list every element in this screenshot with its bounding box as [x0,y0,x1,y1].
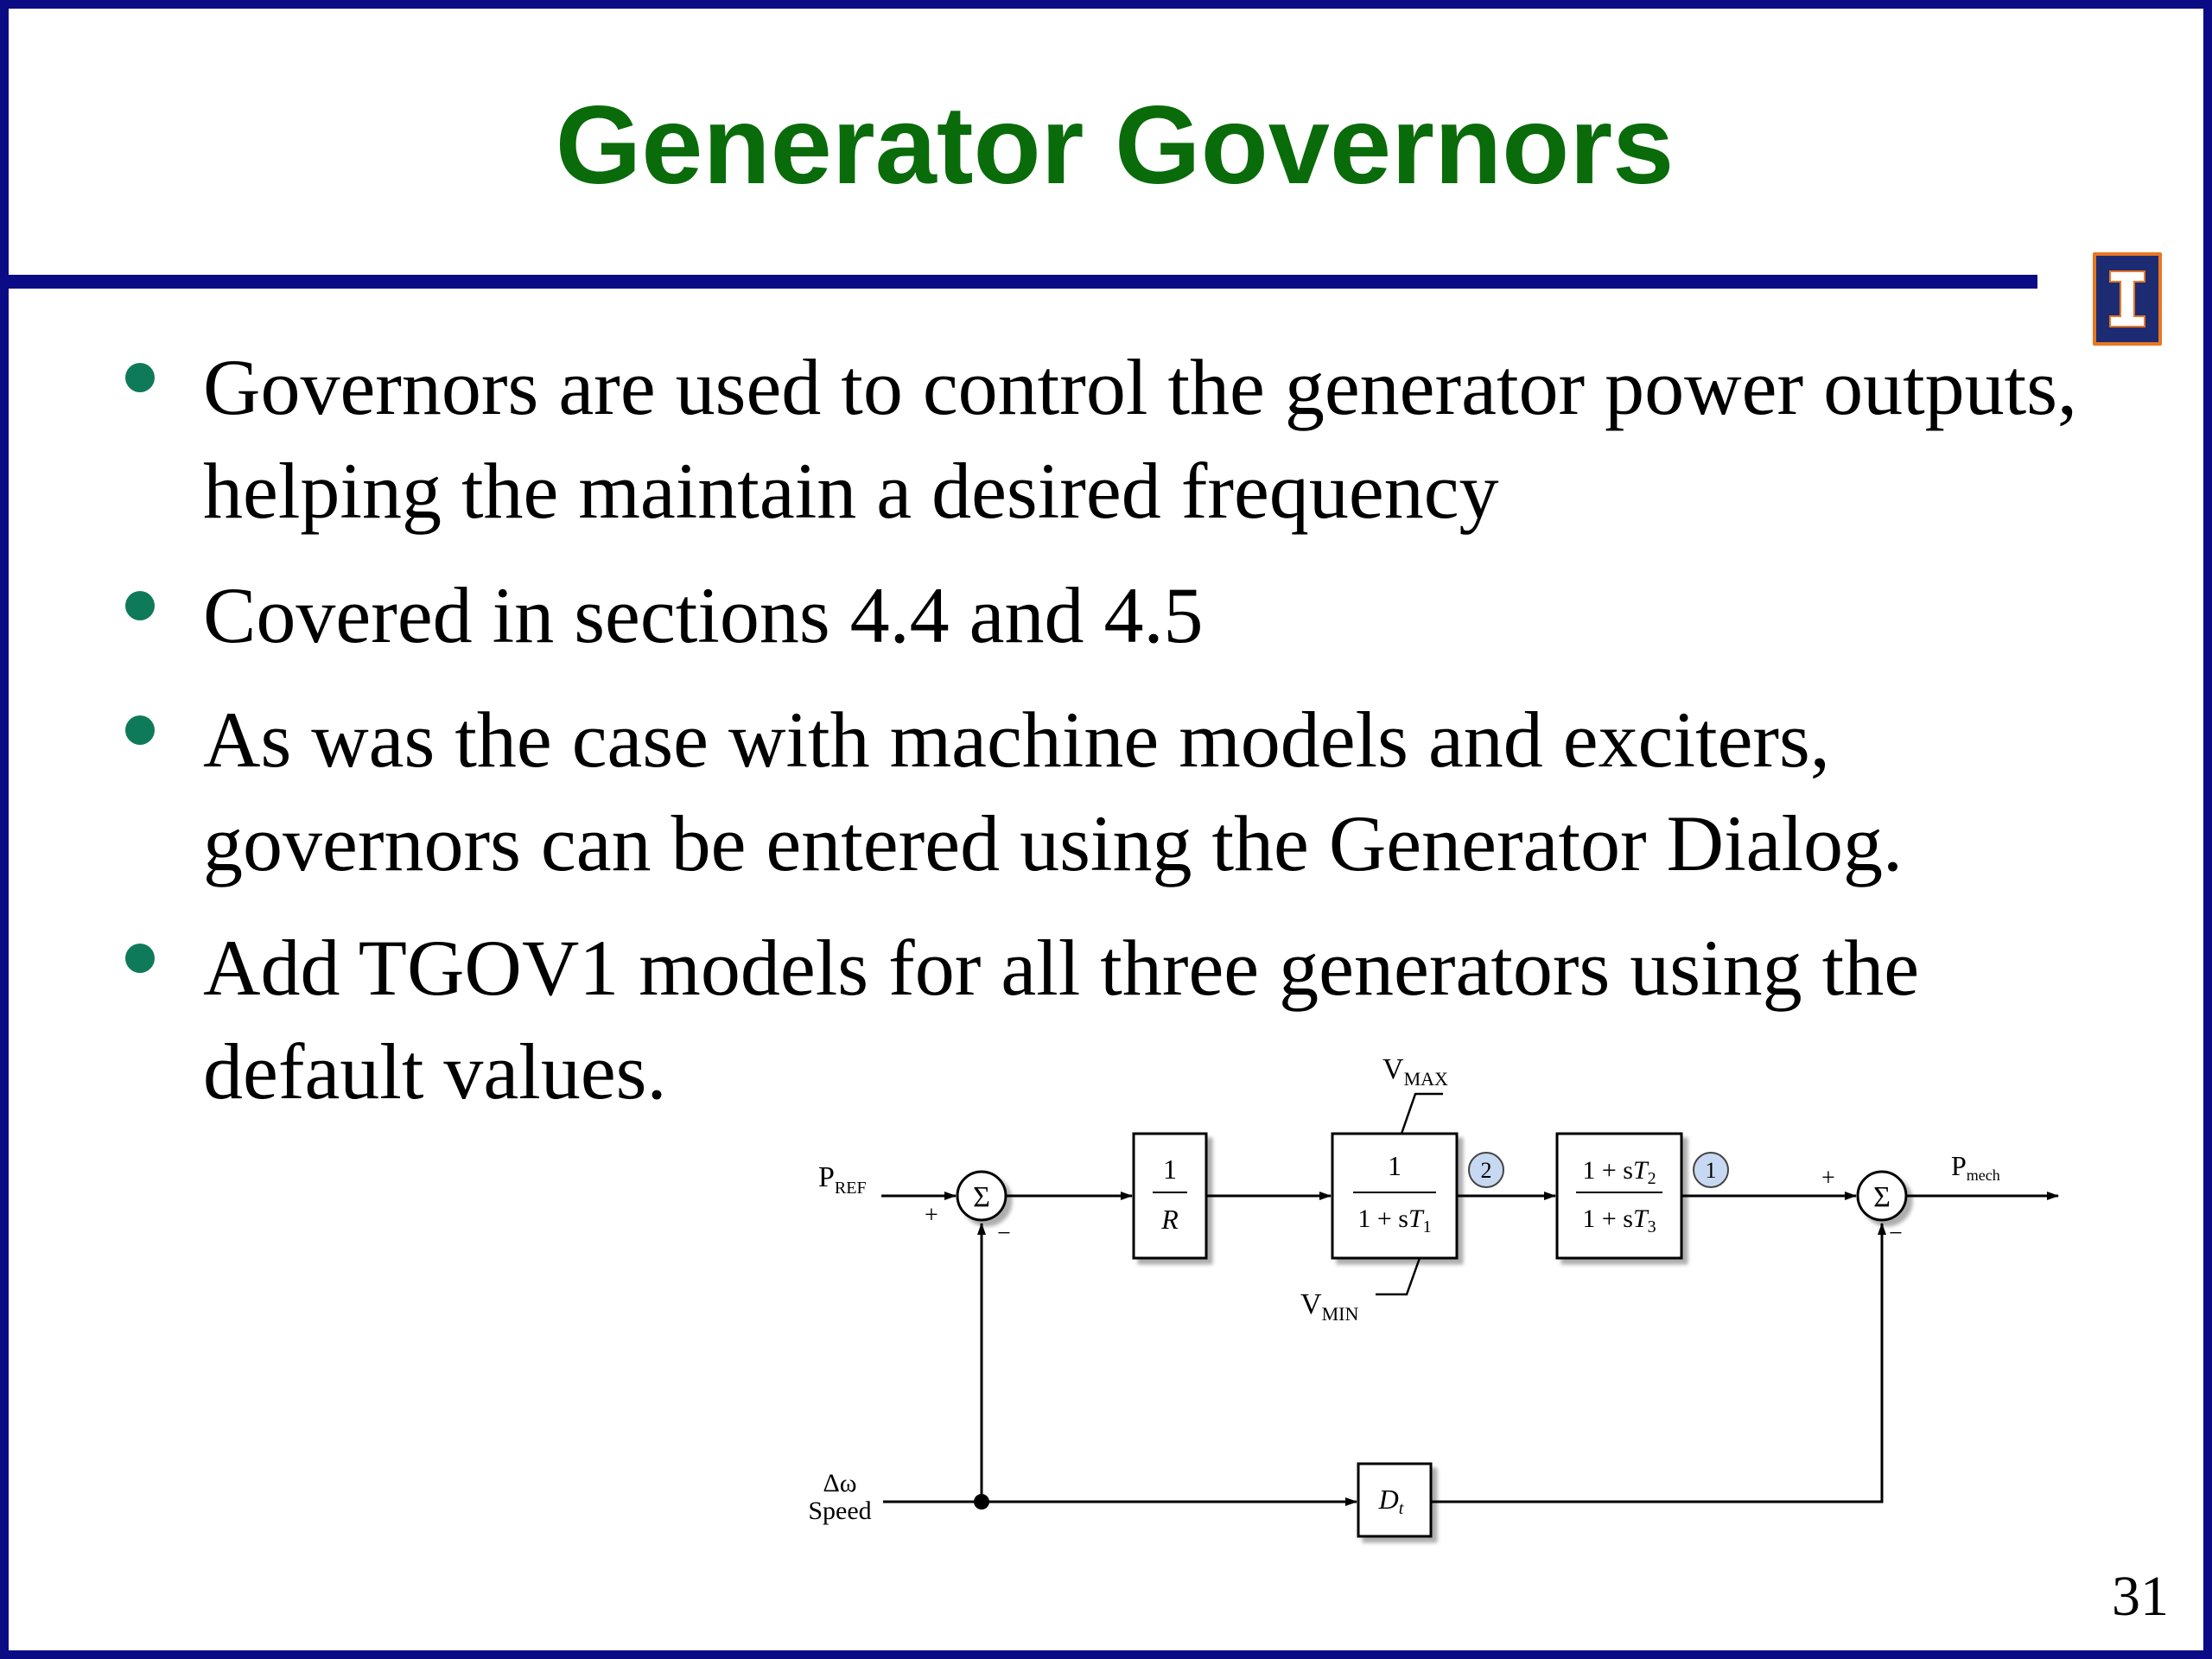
tgov1-block-diagram: PREF + Σ − 1 R 1 1 + sT1 VMAX VMIN 2 1 +… [808,1053,2059,1538]
delta-omega-label: Δω [823,1469,856,1497]
r-block-numerator: 1 [1163,1154,1177,1185]
dt-block-label: Dt [1378,1484,1404,1518]
state-1-marker [1693,1152,1729,1188]
bullet-text: As was the case with machine models and … [203,696,1904,887]
vmin-limit-line [1376,1257,1421,1296]
damping-dt-block [1357,1462,1433,1538]
bullet-dot-icon [125,944,155,973]
pref-label: PREF [818,1161,867,1198]
t23-block-denominator: 1 + sT3 [1582,1205,1656,1236]
bullet-text: Covered in sections 4.4 and 4.5 [203,571,1204,659]
dt-to-sum2-line [1431,1223,1886,1503]
lag-t1-block [1331,1132,1459,1260]
bullet-item: As was the case with machine models and … [121,688,2134,895]
university-i-logo-icon [2093,252,2162,346]
slide-title: Generator Governors [555,84,1675,207]
sum1-symbol: Σ [973,1181,990,1213]
bullet-dot-icon [125,363,155,392]
bullet-dot-icon [125,715,155,745]
t23-block-numerator: 1 + sT2 [1582,1156,1656,1188]
state-2-label: 2 [1481,1158,1492,1183]
sum2-plus-sign: + [1821,1165,1835,1192]
sum2-symbol: Σ [1873,1181,1891,1213]
bullet-text: Add TGOV1 models for all three generator… [203,924,1920,1116]
vmax-limit-line [1400,1092,1443,1135]
gain-1-over-r-block [1132,1132,1208,1260]
speed-label: Speed [808,1497,871,1525]
bullet-list: Governors are used to control the genera… [121,335,2134,1144]
sum1-plus-sign: + [925,1202,938,1229]
bullet-dot-icon [125,591,155,620]
bullet-item: Covered in sections 4.4 and 4.5 [121,563,2134,667]
lead-lag-t2-t3-block [1555,1132,1683,1260]
vmax-label: VMAX [1382,1053,1448,1090]
state-2-marker [1468,1152,1504,1188]
title-divider [9,275,2037,289]
pmech-label: Pmech [1951,1150,2000,1184]
t1-block-denominator: 1 + sT1 [1357,1205,1431,1236]
r-block-denominator: R [1160,1204,1179,1235]
bullet-item: Add TGOV1 models for all three generator… [121,916,2134,1123]
sum2-minus-sign: − [1889,1220,1903,1247]
slide-number: 31 [2112,1565,2169,1628]
sum1-minus-sign: − [997,1220,1011,1247]
bullet-text: Governors are used to control the genera… [203,343,2078,535]
bullet-item: Governors are used to control the genera… [121,335,2134,543]
state-1-label: 1 [1706,1158,1717,1183]
vmin-label: VMIN [1300,1288,1358,1325]
t1-block-numerator: 1 [1388,1150,1402,1181]
